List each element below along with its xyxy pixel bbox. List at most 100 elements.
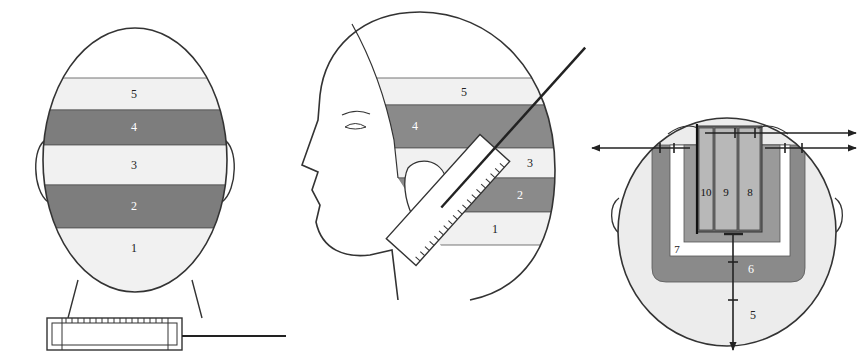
section-band — [40, 78, 235, 110]
top-view-head — [592, 118, 856, 350]
arrow-tick — [784, 143, 786, 153]
comb-tooth — [430, 241, 434, 245]
comb-tooth — [108, 318, 109, 323]
section-band — [40, 110, 235, 145]
section-label-area: 10 — [699, 128, 713, 230]
eye — [345, 124, 366, 130]
section-number: 7 — [674, 244, 680, 255]
comb-tooth — [425, 247, 429, 251]
section-number: 2 — [517, 189, 523, 201]
section-number: 4 — [131, 121, 137, 133]
section-number: 5 — [750, 309, 756, 321]
section-band — [40, 145, 235, 185]
comb-tooth — [481, 184, 485, 188]
section-number: 3 — [527, 157, 533, 169]
section-region — [618, 118, 836, 346]
section-band — [40, 228, 235, 298]
section-label-area: 1 — [60, 228, 210, 268]
comb-tooth — [476, 189, 480, 193]
comb-tooth — [138, 318, 139, 323]
direction-arrow — [592, 147, 690, 149]
section-label-area: 4 — [45, 110, 225, 145]
arrow-tick — [728, 299, 738, 301]
comb-tooth — [78, 318, 79, 323]
back-view-head — [36, 28, 286, 350]
section-label-area: 2 — [45, 185, 225, 228]
comb-tooth — [416, 257, 420, 261]
section-label-area: 1 — [455, 212, 535, 245]
comb-tooth — [491, 174, 495, 178]
head-outline — [302, 12, 555, 300]
comb — [47, 318, 286, 350]
section-label-area: 8 — [739, 128, 760, 230]
comb-tooth — [120, 318, 121, 323]
arrow-ticks — [660, 128, 802, 300]
section-label-area: 2 — [470, 178, 550, 212]
section-label-area: 3 — [45, 145, 225, 185]
comb-tooth — [434, 236, 438, 240]
section-column — [697, 126, 762, 232]
comb-handle — [182, 335, 286, 337]
direction-arrow — [765, 147, 856, 149]
section-band — [40, 185, 235, 228]
section-number: 2 — [131, 200, 137, 212]
section-label-area: 5 — [45, 78, 225, 110]
comb-tooth — [84, 318, 85, 323]
direction-arrows — [592, 128, 856, 350]
parting-line — [696, 124, 698, 234]
section-label-area: 3 — [480, 148, 555, 178]
comb-tooth — [126, 318, 127, 323]
arrow-start-bar — [724, 233, 743, 235]
section-band — [340, 78, 565, 105]
section-number: 10 — [701, 187, 712, 198]
comb-tooth — [500, 163, 504, 167]
section-strip — [739, 128, 760, 230]
direction-arrow — [732, 234, 734, 350]
comb-tooth — [90, 318, 91, 323]
section-number: 4 — [412, 120, 418, 132]
comb-tooth — [495, 168, 499, 172]
comb-tooth — [458, 210, 462, 214]
side-view-head — [302, 12, 600, 300]
section-label-area: 5671098 — [618, 118, 836, 346]
comb-tooth — [462, 205, 466, 209]
head-outline — [43, 28, 227, 292]
section-number: 3 — [131, 159, 137, 171]
eyebrow — [668, 126, 698, 134]
comb-tooth — [467, 200, 471, 204]
comb-line — [62, 318, 63, 350]
eyebrow — [342, 111, 370, 115]
section-strip — [699, 128, 713, 230]
comb-tooth — [72, 318, 73, 323]
section-band — [340, 105, 565, 148]
comb-teeth — [66, 318, 162, 323]
comb-body — [47, 318, 182, 350]
comb-line — [168, 318, 169, 350]
arrow-tick — [673, 143, 675, 153]
section-number: 5 — [461, 86, 467, 98]
section-label-area: 4 — [392, 105, 555, 148]
comb-teeth — [416, 163, 505, 261]
arrow-tick — [801, 143, 803, 153]
comb-tooth — [132, 318, 133, 323]
comb-tooth — [486, 179, 490, 183]
comb-tooth — [102, 318, 103, 323]
comb-tooth — [472, 195, 476, 199]
arrow-tick — [728, 261, 738, 263]
section-label-area: 9 — [715, 128, 737, 230]
comb-tooth — [144, 318, 145, 323]
comb-tooth — [439, 231, 443, 235]
section-number: 1 — [492, 223, 498, 235]
comb-tooth — [444, 226, 448, 230]
section-label-area: 7 10 98 — [670, 126, 790, 256]
hairline — [352, 24, 398, 178]
section-number: 9 — [723, 187, 729, 198]
comb-handle — [441, 48, 585, 208]
comb-tooth — [96, 318, 97, 323]
arrow-tick — [754, 128, 756, 138]
comb-tooth — [156, 318, 157, 323]
section-label-area: 671098 — [652, 126, 805, 282]
comb-tooth — [66, 318, 67, 323]
